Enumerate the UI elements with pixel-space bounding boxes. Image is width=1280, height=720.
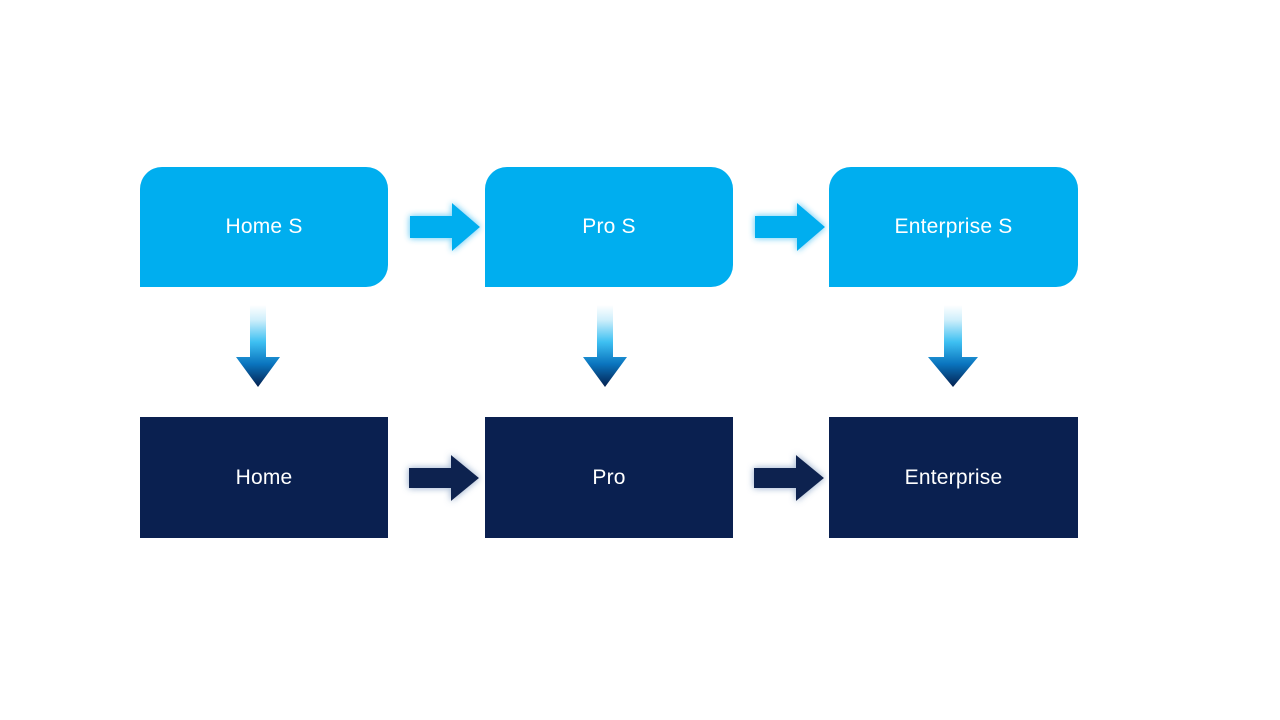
product-node-home-label: Home xyxy=(235,465,293,489)
arrow-down-icon xyxy=(236,305,280,387)
service-node-pro[interactable]: Pro S xyxy=(485,167,733,287)
product-node-enterprise-label: Enterprise xyxy=(904,465,1003,489)
service-node-home[interactable]: Home S xyxy=(140,167,388,287)
arrow-right-icon xyxy=(754,455,824,501)
service-node-enterprise-label: Enterprise S xyxy=(894,215,1013,239)
arrow-right-icon xyxy=(755,203,825,251)
vertical-arrow-enterprise xyxy=(924,305,982,390)
service-node-pro-label: Pro S xyxy=(582,215,636,239)
vertical-arrow-pro xyxy=(579,305,631,390)
product-arrow-home-to-pro xyxy=(403,449,483,507)
arrow-down-icon xyxy=(928,305,978,387)
arrow-right-icon xyxy=(409,455,479,501)
vertical-arrow-home xyxy=(232,305,284,390)
arrow-down-icon xyxy=(583,305,627,387)
product-node-pro[interactable]: Pro xyxy=(485,417,733,538)
product-node-enterprise[interactable]: Enterprise xyxy=(829,417,1078,538)
service-arrow-home-to-pro xyxy=(406,198,484,256)
product-node-home[interactable]: Home xyxy=(140,417,388,538)
service-node-home-label: Home S xyxy=(225,215,303,239)
product-arrow-pro-to-enterprise xyxy=(748,449,828,507)
service-node-enterprise[interactable]: Enterprise S xyxy=(829,167,1078,287)
product-node-pro-label: Pro xyxy=(592,465,626,489)
arrow-right-icon xyxy=(410,203,480,251)
service-arrow-pro-to-enterprise xyxy=(751,198,829,256)
